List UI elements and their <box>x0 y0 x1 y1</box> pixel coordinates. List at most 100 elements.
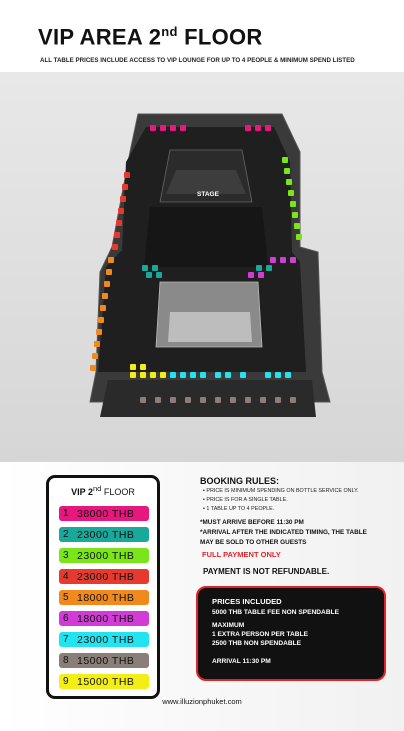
vip-table-marker[interactable] <box>215 397 221 403</box>
vip-table-marker[interactable] <box>290 257 296 263</box>
vip-table-marker[interactable] <box>280 257 286 263</box>
vip-table-marker[interactable] <box>100 305 106 311</box>
floor-plan-map: STAGE <box>89 113 331 417</box>
vip-table-marker[interactable] <box>260 397 266 403</box>
vip-table-marker[interactable] <box>155 397 161 403</box>
booking-rules-title: BOOKING RULES: <box>200 476 280 486</box>
vip-table-marker[interactable] <box>104 281 110 287</box>
vip-table-marker[interactable] <box>245 397 251 403</box>
vip-table-marker[interactable] <box>200 372 206 378</box>
vip-table-marker[interactable] <box>290 397 296 403</box>
vip-table-marker[interactable] <box>142 265 148 271</box>
arrival-note: *ARRIVAL AFTER THE INDICATED TIMING, THE… <box>200 529 367 536</box>
vip-table-marker[interactable] <box>120 196 126 202</box>
vip-table-marker[interactable] <box>292 212 298 218</box>
vip-table-marker[interactable] <box>275 397 281 403</box>
rule-item: ▪ 1 TABLE UP TO 4 PEOPLE. <box>203 506 275 512</box>
vip-table-marker[interactable] <box>285 372 291 378</box>
vip-table-marker[interactable] <box>98 317 104 323</box>
vip-table-marker[interactable] <box>152 265 158 271</box>
vip-table-marker[interactable] <box>150 372 156 378</box>
vip-table-marker[interactable] <box>270 257 276 263</box>
extra-fee-text: 2500 THB NON SPENDABLE <box>212 640 302 647</box>
vip-table-marker[interactable] <box>215 372 221 378</box>
vip-table-marker[interactable] <box>294 223 300 229</box>
vip-table-marker[interactable] <box>170 397 176 403</box>
vip-table-marker[interactable] <box>170 125 176 131</box>
vip-table-marker[interactable] <box>114 232 120 238</box>
vip-table-marker[interactable] <box>296 234 302 240</box>
vip-table-marker[interactable] <box>190 372 196 378</box>
vip-table-marker[interactable] <box>106 269 112 275</box>
vip-table-marker[interactable] <box>258 272 264 278</box>
vip-table-marker[interactable] <box>140 364 146 370</box>
maximum-label: MAXIMUM <box>212 622 245 629</box>
vip-table-marker[interactable] <box>240 372 246 378</box>
vip-table-marker[interactable] <box>180 372 186 378</box>
vip-table-marker[interactable] <box>170 372 176 378</box>
vip-table-marker[interactable] <box>146 272 152 278</box>
vip-table-marker[interactable] <box>286 179 292 185</box>
vip-table-marker[interactable] <box>140 397 146 403</box>
vip-table-marker[interactable] <box>90 365 96 371</box>
vip-table-marker[interactable] <box>284 168 290 174</box>
vip-table-marker[interactable] <box>245 125 251 131</box>
vip-table-marker[interactable] <box>96 329 102 335</box>
vip-table-marker[interactable] <box>124 172 130 178</box>
website-link[interactable]: www.illuzionphuket.com <box>162 697 242 706</box>
vip-table-marker[interactable] <box>275 372 281 378</box>
vip-table-marker[interactable] <box>160 125 166 131</box>
vip-table-marker[interactable] <box>92 353 98 359</box>
refund-note: PAYMENT IS NOT REFUNDABLE. <box>203 567 330 576</box>
vip-table-marker[interactable] <box>112 244 118 250</box>
rule-item: ▪ PRICE IS MINIMUM SPENDING ON BOTTLE SE… <box>203 488 359 494</box>
vip-table-marker[interactable] <box>140 372 146 378</box>
vip-table-marker[interactable] <box>102 293 108 299</box>
vip-table-marker[interactable] <box>156 272 162 278</box>
vip-table-marker[interactable] <box>265 372 271 378</box>
vip-table-marker[interactable] <box>116 220 122 226</box>
arrival-note: *MUST ARRIVE BEFORE 11:30 PM <box>200 519 304 526</box>
vip-table-marker[interactable] <box>200 397 206 403</box>
vip-table-marker[interactable] <box>94 341 100 347</box>
vip-table-marker[interactable] <box>150 125 156 131</box>
arrival-note: MAY BE SOLD TO OTHER GUESTS <box>200 539 307 546</box>
vip-table-marker[interactable] <box>266 265 272 271</box>
vip-table-marker[interactable] <box>122 184 128 190</box>
page-title: VIP AREA 2nd FLOOR <box>38 24 263 50</box>
vip-table-marker[interactable] <box>118 208 124 214</box>
prices-included-heading: PRICES INCLUDED <box>212 597 282 606</box>
vip-table-marker[interactable] <box>160 372 166 378</box>
vip-table-marker[interactable] <box>256 265 262 271</box>
vip-table-marker[interactable] <box>185 397 191 403</box>
table-fee-text: 5000 THB TABLE FEE NON SPENDABLE <box>212 609 340 616</box>
vip-table-marker[interactable] <box>230 397 236 403</box>
arrival-time-text: ARRIVAL 11:30 PM <box>212 658 271 665</box>
full-payment-note: FULL PAYMENT ONLY <box>202 550 281 559</box>
vip-table-marker[interactable] <box>248 272 254 278</box>
vip-table-marker[interactable] <box>130 372 136 378</box>
rule-item: ▪ PRICE IS FOR A SINGLE TABLE. <box>203 497 288 503</box>
vip-table-marker[interactable] <box>108 257 114 263</box>
vip-table-marker[interactable] <box>290 201 296 207</box>
page-subtitle: ALL TABLE PRICES INCLUDE ACCESS TO VIP L… <box>40 57 355 64</box>
vip-table-marker[interactable] <box>225 372 231 378</box>
vip-table-marker[interactable] <box>288 190 294 196</box>
vip-table-marker[interactable] <box>282 157 288 163</box>
legend-title: VIP 2nd FLOOR <box>71 484 135 497</box>
prices-included-box: PRICES INCLUDED 5000 THB TABLE FEE NON S… <box>196 586 386 681</box>
vip-table-marker[interactable] <box>180 125 186 131</box>
stage-label: STAGE <box>197 191 220 198</box>
floor-plan: STAGE <box>0 72 404 462</box>
vip-table-marker[interactable] <box>130 364 136 370</box>
extra-person-text: 1 EXTRA PERSON PER TABLE <box>212 631 308 638</box>
vip-table-marker[interactable] <box>265 125 271 131</box>
vip-table-marker[interactable] <box>255 125 261 131</box>
